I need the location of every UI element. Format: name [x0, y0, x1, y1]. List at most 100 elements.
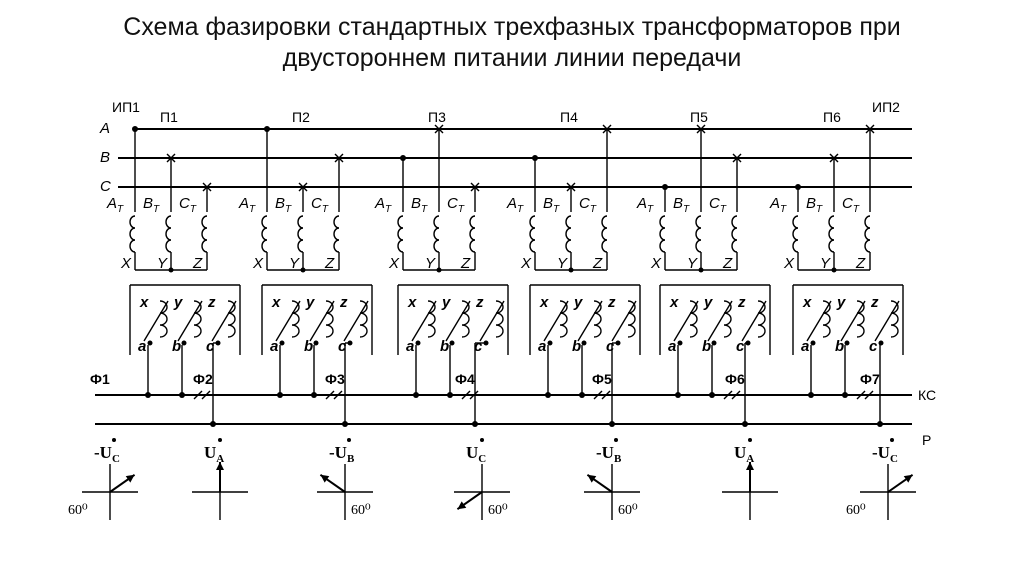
substation-label: П1: [160, 109, 178, 125]
secondary-winding: [159, 300, 168, 338]
crossing-mark: [829, 153, 839, 163]
voltage-label: UA: [204, 443, 224, 465]
secondary-winding: [461, 300, 470, 338]
primary-winding: [165, 215, 172, 253]
primary-terminal-label: BT: [143, 195, 160, 215]
angle-label: 60⁰: [488, 503, 508, 518]
dot-accent: [218, 438, 222, 442]
primary-neutral-label: X: [388, 255, 400, 272]
secondary-terminal-label: a: [406, 338, 414, 355]
voltage-label: -UC: [872, 443, 898, 465]
contact-junction: [675, 392, 681, 398]
section-break: [601, 390, 611, 400]
terminal-dot: [581, 340, 587, 346]
rail-junction: [210, 421, 216, 427]
secondary-terminal-label: z: [475, 294, 484, 311]
secondary-terminal-label: x: [271, 294, 281, 311]
primary-winding: [601, 215, 608, 253]
phase-vector: UA: [722, 438, 778, 520]
primary-terminal-label: AT: [769, 195, 787, 215]
cross-stroke: [434, 124, 444, 134]
phase-b-label: B: [100, 149, 110, 166]
junction-dot: [795, 184, 801, 190]
primary-neutral-label: X: [120, 255, 132, 272]
phase-c-label: C: [100, 178, 111, 195]
secondary-terminal-label: a: [538, 338, 546, 355]
contact-junction: [413, 392, 419, 398]
primary-terminal-label: BT: [411, 195, 428, 215]
feeder-label: Ф4: [455, 371, 475, 387]
secondary-terminal-label: y: [441, 294, 451, 311]
section-break: [731, 390, 741, 400]
secondary-terminal-label: b: [304, 338, 313, 355]
junction-dot: [532, 155, 538, 161]
section-break: [469, 390, 479, 400]
section-break: [723, 390, 733, 400]
primary-neutral-label: X: [520, 255, 532, 272]
section-break: [201, 390, 211, 400]
secondary-terminal-label: y: [703, 294, 713, 311]
substation-label: П3: [428, 109, 446, 125]
section-break: [864, 390, 874, 400]
star-point: [698, 267, 704, 273]
rail-junction: [877, 421, 883, 427]
substation-label: П6: [823, 109, 841, 125]
crossing-mark: [602, 124, 612, 134]
contact-junction: [579, 392, 585, 398]
section-break: [856, 390, 866, 400]
junction-dot: [132, 126, 138, 132]
secondary-winding: [689, 300, 698, 338]
delta-cross-link: [445, 300, 471, 342]
secondary-terminal-label: z: [607, 294, 616, 311]
cross-stroke: [166, 153, 176, 163]
secondary-terminal-label: a: [270, 338, 278, 355]
primary-terminal-label: CT: [579, 195, 597, 215]
primary-terminal-label: BT: [806, 195, 823, 215]
source-left-label: ИП1: [112, 99, 140, 115]
dot-accent: [614, 438, 618, 442]
feeder-label: Ф3: [325, 371, 345, 387]
rail-junction: [342, 421, 348, 427]
delta-cross-link: [611, 300, 637, 342]
section-break: [593, 390, 603, 400]
primary-terminal-label: BT: [673, 195, 690, 215]
secondary-winding: [427, 300, 436, 338]
dot-accent: [890, 438, 894, 442]
secondary-winding: [193, 300, 202, 338]
crossing-mark: [732, 153, 742, 163]
primary-winding: [397, 215, 404, 253]
secondary-winding: [325, 300, 334, 338]
crossing-mark: [202, 182, 212, 192]
primary-winding: [792, 215, 799, 253]
title-line-2: двустороннем питании линии передачи: [282, 44, 742, 72]
secondary-terminal-label: x: [139, 294, 149, 311]
delta-cross-link: [309, 300, 335, 342]
cross-stroke: [829, 153, 839, 163]
cross-stroke: [202, 182, 212, 192]
terminal-dot: [810, 340, 816, 346]
delta-cross-link: [673, 300, 699, 342]
contact-junction: [447, 392, 453, 398]
secondary-terminal-label: c: [606, 338, 615, 355]
secondary-terminal-label: x: [407, 294, 417, 311]
cross-stroke: [696, 124, 706, 134]
secondary-terminal-label: c: [338, 338, 347, 355]
section-break: [193, 390, 203, 400]
secondary-terminal-label: b: [440, 338, 449, 355]
primary-winding: [433, 215, 440, 253]
crossing-mark: [566, 182, 576, 192]
cross-stroke: [732, 153, 742, 163]
primary-terminal-label: CT: [842, 195, 860, 215]
primary-terminal-label: CT: [179, 195, 197, 215]
feeder-label: Ф2: [193, 371, 213, 387]
primary-terminal-label: AT: [106, 195, 124, 215]
star-point: [436, 267, 442, 273]
secondary-terminal-label: y: [305, 294, 315, 311]
secondary-terminal-label: z: [207, 294, 216, 311]
voltage-label: -UC: [94, 443, 120, 465]
